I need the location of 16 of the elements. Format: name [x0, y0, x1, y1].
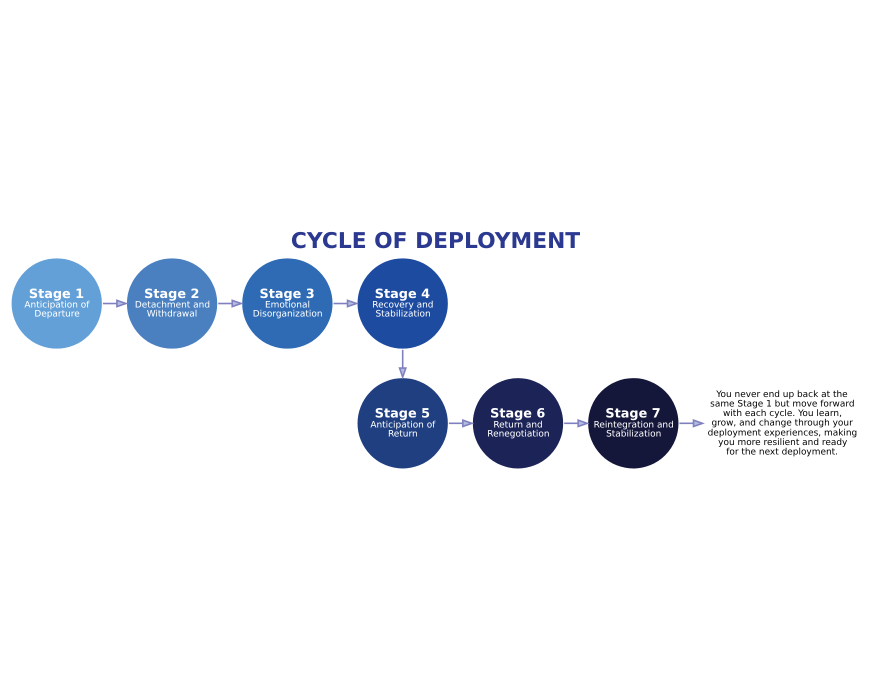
node-circle: Stage 2 Detachment and Withdrawal — [124, 256, 220, 351]
arrow — [102, 299, 128, 308]
arrow — [679, 419, 705, 428]
arrow — [398, 350, 407, 380]
arrow — [564, 419, 590, 428]
diagram-title: CYCLE OF DEPLOYMENT — [290, 228, 580, 254]
arrow — [218, 299, 244, 308]
node-circle: Stage 1 Anticipation of Departure — [10, 256, 104, 351]
arrow — [334, 299, 359, 308]
node-circle: Stage 5 Anticipation of Return — [356, 376, 450, 470]
arrow — [448, 419, 474, 428]
node-circle: Stage 3 Emotional Disorganization — [240, 256, 334, 351]
node-text: You never end up back at the same Stage 1 but move forward with each cycle. You learn, grow, and change through your deployment experiences, making you more resilient and ready for the next deployment. — [708, 390, 858, 458]
node-circle: Stage 4 Recovery and Stabilization — [356, 256, 450, 351]
node-circle: Stage 7 Reintegration and Stabilization — [586, 376, 680, 470]
node-circle: Stage 6 Return and Renegotiation — [470, 376, 566, 470]
